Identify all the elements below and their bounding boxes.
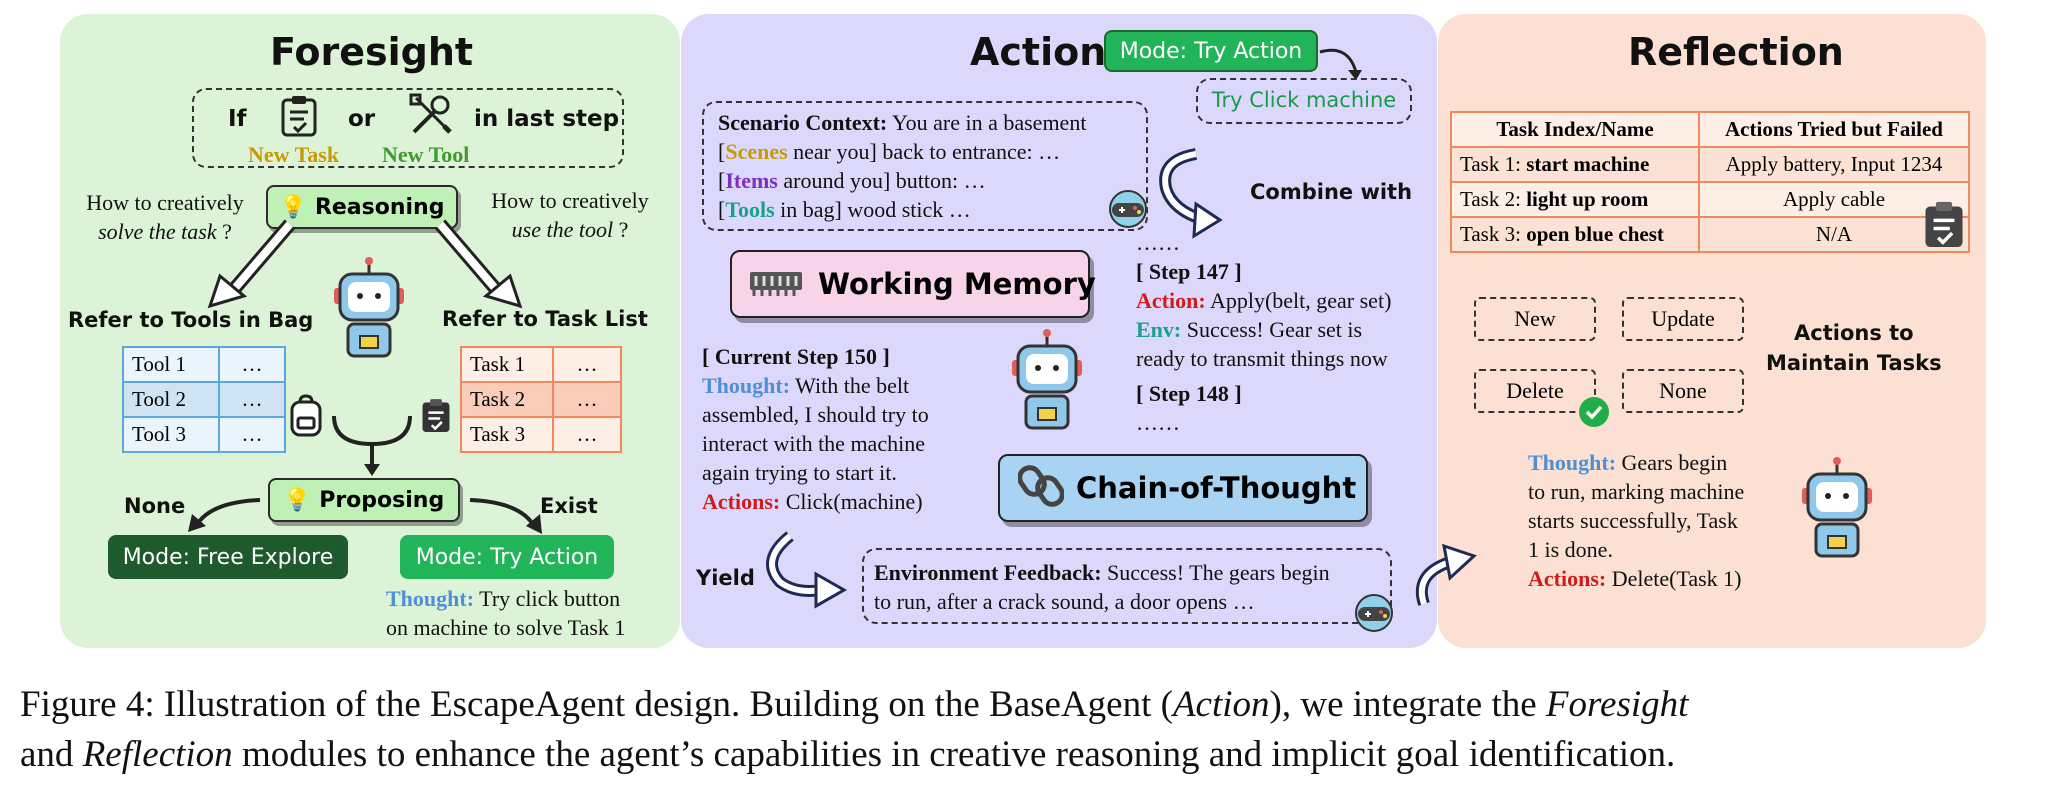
reflection-title: Reflection xyxy=(1628,30,1844,74)
maintain-tasks-label: Actions to Maintain Tasks xyxy=(1766,321,1942,375)
none-action-box: None xyxy=(1622,369,1744,413)
merge-arrow xyxy=(332,415,412,476)
memory-chip-icon xyxy=(748,266,804,302)
col-actions-failed: Actions Tried but Failed xyxy=(1698,111,1970,148)
table-row: Task 2: light up room xyxy=(1450,181,1700,218)
try-click-box xyxy=(1196,78,1412,124)
foresight-thought: Thought: Try click button on machine to … xyxy=(386,586,626,640)
failed-actions-table: Task Index/Name Actions Tried but Failed… xyxy=(1450,111,1970,253)
mode-try-action: Mode: Try Action xyxy=(400,535,614,579)
action-panel xyxy=(681,14,1437,648)
refer-tools-label: Refer to Tools in Bag xyxy=(68,308,314,332)
robot-icon xyxy=(1796,456,1878,564)
reflection-thought: Thought: Gears begin to run, marking mac… xyxy=(1528,450,1745,591)
action-mode-badge: Mode: Try Action xyxy=(1104,30,1318,72)
task-list-table: Task 1… Task 2… Task 3… xyxy=(460,346,622,453)
robot-icon xyxy=(328,256,410,364)
new-tool-label: New Tool xyxy=(382,142,470,167)
chain-of-thought-box: Chain-of-Thought xyxy=(998,454,1368,522)
col-task-index: Task Index/Name xyxy=(1450,111,1700,148)
tools-icon xyxy=(408,92,454,142)
current-step-text: [ Current Step 150 ] Thought: With the b… xyxy=(702,344,929,514)
action-title: Action xyxy=(970,30,1107,74)
if-condition-box xyxy=(192,88,624,168)
checkmark-icon xyxy=(1578,396,1610,432)
gamepad-icon xyxy=(1350,594,1398,636)
backpack-icon xyxy=(288,394,324,442)
clipboard-small-icon xyxy=(420,396,452,440)
if-label: If xyxy=(228,106,247,132)
left-question: How to creatively solve the task ? xyxy=(86,190,244,244)
right-question: How to creatively use the tool ? xyxy=(491,188,649,242)
table-row: Task 3: open blue chest xyxy=(1450,216,1700,253)
yield-arrow xyxy=(766,531,848,609)
mode-arrow xyxy=(1319,48,1362,80)
lightbulb-icon: 💡 xyxy=(279,194,307,220)
proposing-box: 💡Proposing xyxy=(268,478,460,522)
none-label: None xyxy=(124,494,186,518)
working-memory-box: Working Memory xyxy=(730,250,1096,318)
exist-label: Exist xyxy=(540,494,598,518)
scenario-context-box xyxy=(702,101,1148,231)
yield-label: Yield xyxy=(696,566,755,590)
combine-arrow xyxy=(1159,148,1223,239)
clipboard-icon xyxy=(1922,200,1966,254)
reasoning-branch-arrows xyxy=(207,219,523,309)
figure-caption: Figure 4: Illustration of the EscapeAgen… xyxy=(20,684,1689,775)
tools-in-bag-table: Tool 1… Tool 2… Tool 3… xyxy=(122,346,286,453)
delete-action-box: Delete xyxy=(1474,369,1596,413)
lightbulb-icon: 💡 xyxy=(283,487,312,513)
reasoning-box: 💡Reasoning xyxy=(266,185,458,229)
gamepad-icon xyxy=(1104,190,1152,232)
chain-link-icon xyxy=(1017,463,1065,513)
env-feedback-box xyxy=(862,548,1392,624)
foresight-title: Foresight xyxy=(270,30,474,74)
update-action-box: Update xyxy=(1622,297,1744,341)
clipboard-icon xyxy=(280,95,318,141)
table-row: Task 1: start machine xyxy=(1450,146,1700,183)
step-history: …… [ Step 147 ] Action: Apply(belt, gear… xyxy=(1136,230,1392,435)
new-action-box: New xyxy=(1474,297,1596,341)
scenario-context-text: Scenario Context: You are in a basement … xyxy=(718,110,1087,222)
mode-free-explore: Mode: Free Explore xyxy=(108,535,348,579)
reflection-arrow xyxy=(1415,543,1477,606)
or-label: or xyxy=(348,106,376,132)
refer-tasks-label: Refer to Task List xyxy=(442,307,648,331)
env-feedback-text: Environment Feedback: Success! The gears… xyxy=(874,560,1330,614)
try-click-text: Try Click machine xyxy=(1211,88,1397,112)
combine-with-label: Combine with xyxy=(1250,180,1413,204)
last-step-label: in last step xyxy=(474,106,620,132)
robot-icon xyxy=(1006,328,1088,436)
new-task-label: New Task xyxy=(248,142,340,167)
proposing-branch-arrows xyxy=(188,498,542,534)
